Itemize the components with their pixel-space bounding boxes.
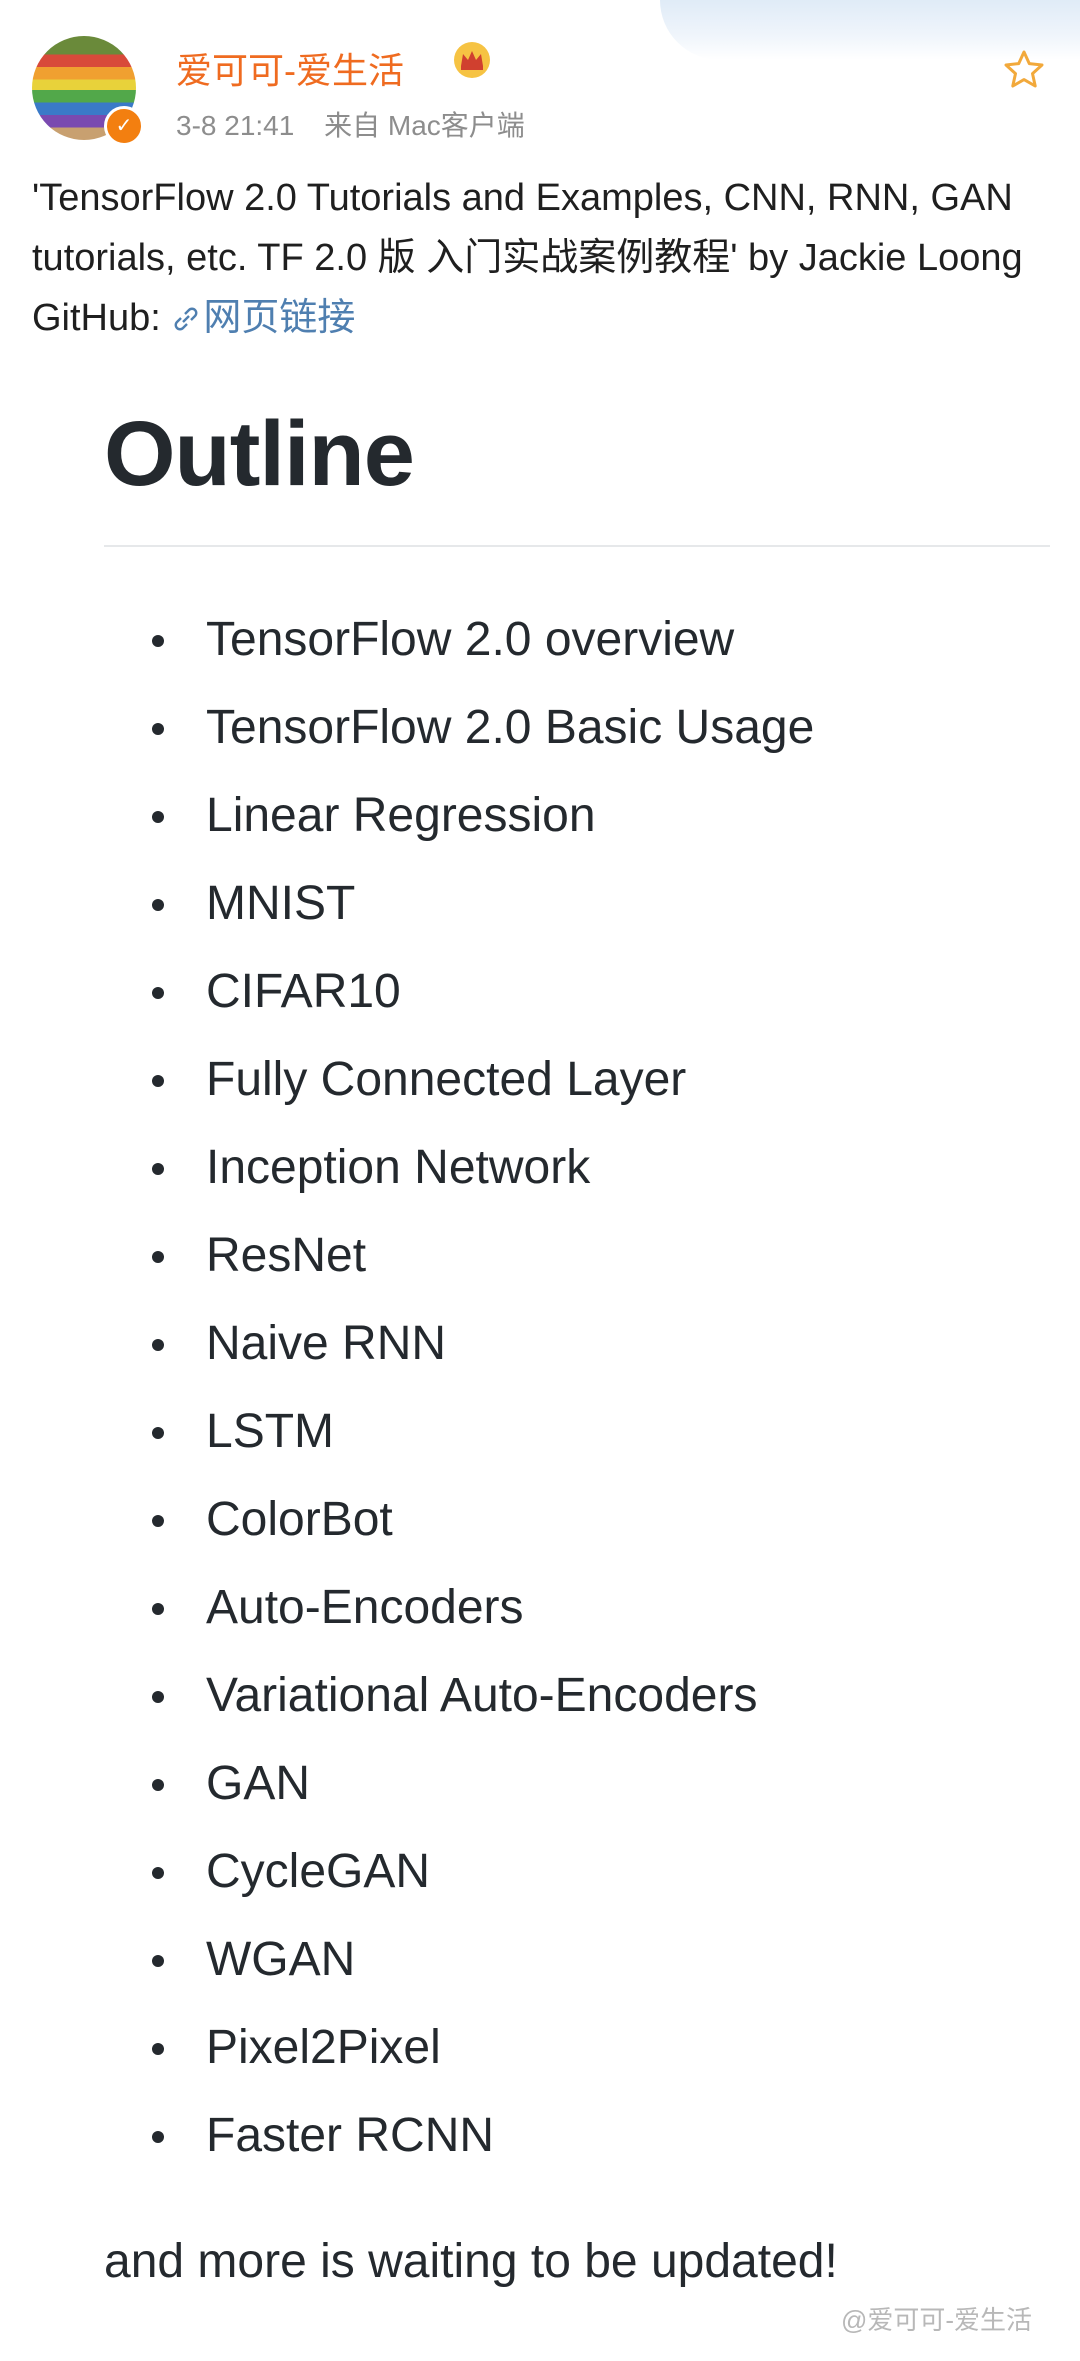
list-item: Pixel2Pixel (150, 2012, 814, 2100)
bullet-icon (152, 1603, 164, 1615)
username[interactable]: 爱可可-爱生活 (176, 50, 404, 91)
list-item: Fully Connected Layer (150, 1044, 814, 1132)
bullet-icon (152, 1515, 164, 1527)
list-item: TensorFlow 2.0 overview (150, 604, 814, 692)
link-icon (174, 307, 198, 331)
list-item: CIFAR10 (150, 956, 814, 1044)
list-item: LSTM (150, 1396, 814, 1484)
verified-badge-icon: ✓ (104, 106, 144, 146)
list-item: ColorBot (150, 1484, 814, 1572)
bullet-icon (152, 2131, 164, 2143)
bullet-icon (152, 1163, 164, 1175)
list-item: WGAN (150, 1924, 814, 2012)
list-item: Auto-Encoders (150, 1572, 814, 1660)
list-item: Linear Regression (150, 780, 814, 868)
bullet-icon (152, 1427, 164, 1439)
bullet-icon (152, 811, 164, 823)
list-item: Variational Auto-Encoders (150, 1660, 814, 1748)
outline-list: TensorFlow 2.0 overview TensorFlow 2.0 B… (150, 604, 814, 2188)
bullet-icon (152, 899, 164, 911)
bullet-icon (152, 1339, 164, 1351)
list-item: GAN (150, 1748, 814, 1836)
post-header: ✓ 爱可可-爱生活 3-8 21:41 来自 Mac客户端 (32, 36, 1048, 146)
crown-icon[interactable] (452, 40, 492, 80)
post-source: 来自 Mac客户端 (324, 110, 525, 141)
image-watermark: @爱可可-爱生活 (840, 2305, 1032, 2335)
list-item: ResNet (150, 1220, 814, 1308)
bullet-icon (152, 1955, 164, 1967)
outline-title: Outline (104, 403, 415, 505)
star-icon[interactable] (1000, 46, 1048, 94)
post-meta: 3-8 21:41 来自 Mac客户端 (176, 104, 525, 144)
title-divider (104, 545, 1050, 547)
header-background-decoration (660, 0, 1080, 60)
bullet-icon (152, 635, 164, 647)
post-body: 'TensorFlow 2.0 Tutorials and Examples, … (32, 177, 1023, 339)
bullet-icon (152, 1867, 164, 1879)
post-text: 'TensorFlow 2.0 Tutorials and Examples, … (32, 168, 1042, 348)
list-item: TensorFlow 2.0 Basic Usage (150, 692, 814, 780)
list-item: Inception Network (150, 1132, 814, 1220)
web-link[interactable]: 网页链接 (171, 297, 355, 339)
web-link-label: 网页链接 (203, 297, 356, 339)
list-item: CycleGAN (150, 1836, 814, 1924)
post-time: 3-8 21:41 (176, 110, 295, 141)
list-item: Naive RNN (150, 1308, 814, 1396)
list-item: Faster RCNN (150, 2100, 814, 2188)
bullet-icon (152, 1779, 164, 1791)
bullet-icon (152, 723, 164, 735)
bullet-icon (152, 1075, 164, 1087)
outline-footer-note: and more is waiting to be updated! (104, 2235, 838, 2288)
bullet-icon (152, 1251, 164, 1263)
list-item: MNIST (150, 868, 814, 956)
bullet-icon (152, 987, 164, 999)
bullet-icon (152, 2043, 164, 2055)
bullet-icon (152, 1691, 164, 1703)
